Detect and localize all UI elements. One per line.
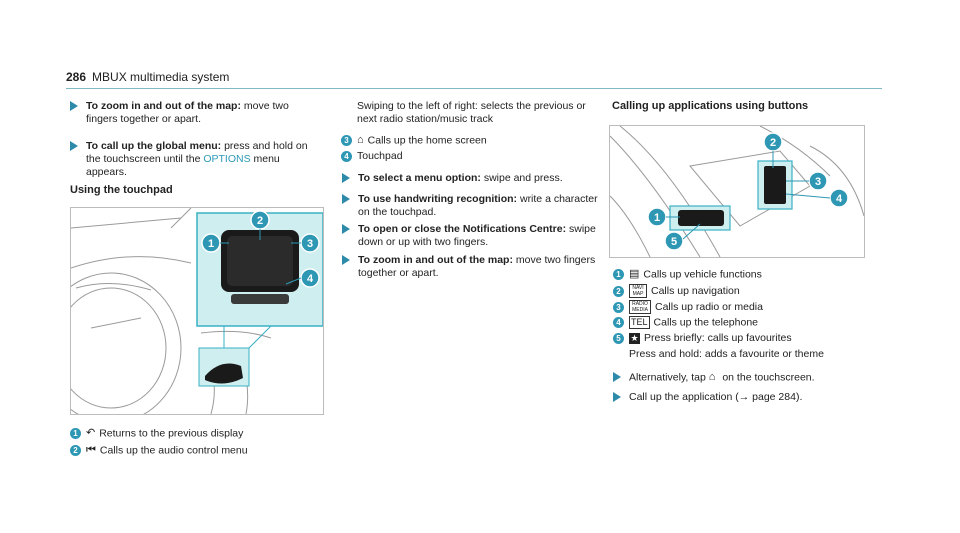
step-text: press and hold on the touchscreen until … [86,140,308,165]
item-number: 1 [613,269,624,280]
item-number: 2 [613,285,624,297]
touchpad-figure: 1 2 3 4 [70,207,324,415]
item-text: Returns to the previous display [99,427,244,440]
callout-label: 3 [307,238,313,250]
callout-label: 2 [770,137,776,149]
item-number: 1 [70,428,81,439]
touchpad-illustration: 1 2 3 4 [71,208,323,414]
item-text: Calls up the audio control menu [99,444,248,457]
step-zoom-map-2: To zoom in and out of the map: move two … [342,254,600,280]
list-item: 3 ⌂Calls up the home screen [341,134,601,147]
step-zoom-map: To zoom in and out of the map: move two … [70,100,320,126]
step-label: To open or close the Notifications Centr… [358,223,567,235]
section-title-touchpad: Using the touchpad [70,184,173,196]
step-arrow-icon [342,224,350,234]
step-text: swipe and press. [480,172,563,184]
step-call-application: Call up the application (→ page 284). [613,391,878,404]
list-item: 2 NAVI MAP Calls up navigation [613,284,873,298]
item-number: 5 [613,332,624,344]
callout-label: 5 [671,236,677,248]
item-text: Calls up vehicle functions [643,268,762,281]
step-arrow-icon [70,101,78,111]
star-icon: ★ [629,332,640,344]
item-number: 3 [341,135,352,146]
list-item: 1 ▤Calls up vehicle functions [613,268,873,281]
skip-track-icon: ⏮ [86,444,96,456]
step-text: swipe down or up with two fingers. [358,223,596,248]
step-text: move two fingers together or apart. [86,100,289,125]
callout-label: 3 [815,176,821,188]
item-number: 4 [341,150,352,162]
step-text: on the touchscreen. [719,371,815,384]
page-header: 286 MBUX multimedia system [66,70,229,84]
callout-label: 1 [654,212,660,224]
buttons-figure: 1 2 3 4 5 [609,125,865,258]
list-item: 4 Touchpad [341,150,601,163]
step-arrow-icon [613,392,621,402]
item-continuation: Press and hold: adds a favourite or them… [629,348,824,360]
step-arrow-icon [613,372,621,382]
tel-key: TEL [629,316,650,329]
page-number: 286 [66,70,87,84]
step-arrow-icon [342,173,350,183]
step-label: To zoom in and out of the map: [358,254,513,266]
item-number: 4 [613,317,624,328]
step-select-option: To select a menu option: swipe and press… [342,172,600,185]
step-handwriting: To use handwriting recognition: write a … [342,193,600,219]
step-text: move two fingers together or apart. [358,254,596,279]
list-item: 5 ★ Press briefly: calls up favourites [613,332,873,345]
page-header-title: MBUX multimedia system [92,70,230,84]
home-icon: ⌂ [708,371,716,383]
callout-label: 4 [307,273,314,285]
list-item: 1 ↶Returns to the previous display [70,427,320,440]
car-icon: ▤ [629,268,640,280]
callout-label: 2 [257,215,263,227]
step-label: To zoom in and out of the map: [86,100,241,112]
buttons-illustration: 1 2 3 4 5 [610,126,864,257]
swipe-description: Swiping to the left of right: selects th… [357,100,586,125]
step-text: Alternatively, tap [629,371,709,384]
item-number: 3 [613,301,624,313]
list-item: 3 RADIO MEDIA Calls up radio or media [613,300,873,314]
item-text: Calls up radio or media [655,300,763,313]
item-text: Press briefly: calls up favourites [644,332,792,344]
list-item: 2 ⏮Calls up the audio control menu [70,444,320,457]
callout-label: 1 [208,238,214,250]
step-global-menu: To call up the global menu: press and ho… [70,140,320,179]
section-title-buttons: Calling up applications using buttons [612,100,809,112]
step-text: Call up the application (→ page 284). [629,391,803,403]
step-label: To use handwriting recognition: [358,193,518,205]
radio-media-key: RADIO MEDIA [629,300,651,314]
step-text: menu appears. [86,153,280,178]
item-text: Touchpad [357,150,403,162]
step-alternatively: Alternatively, tap ⌂ on the touchscreen. [613,371,878,384]
callout-5 [664,231,684,251]
step-label: To select a menu option: [358,172,481,184]
step-label: To call up the global menu: [86,140,222,152]
step-notifications: To open or close the Notifications Centr… [342,223,600,249]
step-arrow-icon [342,194,350,204]
back-arrow-icon: ↶ [86,427,96,439]
callout-label: 4 [836,193,843,205]
item-number: 2 [70,445,81,456]
navi-map-key: NAVI MAP [629,284,647,298]
step-text: write a character on the touchpad. [358,193,598,218]
options-menu-label: OPTIONS [203,153,251,165]
home-icon: ⌂ [357,134,364,146]
item-text: Calls up the home screen [367,134,487,147]
header-rule [66,88,882,89]
item-text: Calls up navigation [651,284,740,297]
item-text: Calls up the telephone [653,316,759,329]
step-arrow-icon [342,255,350,265]
step-arrow-icon [70,141,78,151]
